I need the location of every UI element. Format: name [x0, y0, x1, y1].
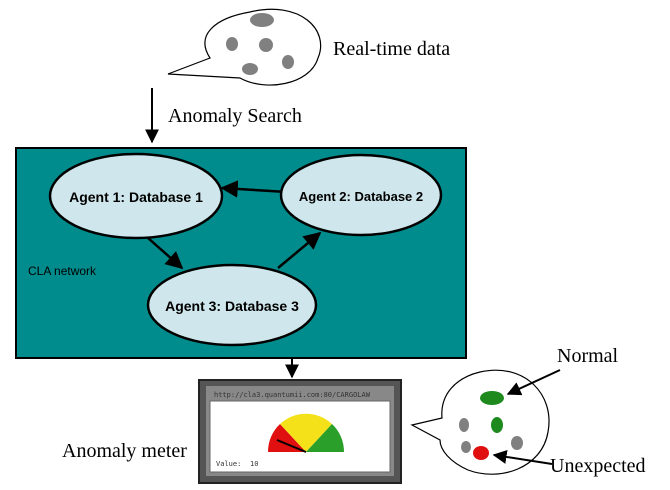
- data-dot: [250, 13, 274, 27]
- data-dot: [226, 37, 238, 51]
- data-dot: [461, 441, 471, 453]
- anomaly-search-label: Anomaly Search: [168, 105, 302, 127]
- meter-value: 10: [250, 460, 258, 468]
- gauge-green: [306, 424, 345, 452]
- unexpected-label: Unexpected: [550, 455, 646, 477]
- agent2-node: Agent 2: Database 2: [279, 153, 443, 237]
- gauge-yellow: [280, 413, 332, 452]
- normal-dot: [491, 417, 503, 433]
- normal-dot: [480, 391, 504, 405]
- agent3-label: Agent 3: Database 3: [165, 298, 299, 314]
- anomaly-meter-window: http://cla3.quantumii.com:80/CARGOLAW Va…: [198, 379, 402, 484]
- result-bubble: [410, 369, 550, 475]
- meter-value-label: Value:: [216, 460, 241, 468]
- data-dot: [459, 418, 469, 432]
- edge-agent3-agent2: [277, 231, 322, 269]
- gauge-red: [267, 424, 306, 452]
- realtime-data-bubble: [167, 8, 322, 86]
- unexpected-arrow: [492, 450, 553, 465]
- agent3-node: Agent 3: Database 3: [146, 263, 318, 347]
- agent1-node: Agent 1: Database 1: [48, 152, 224, 240]
- network-label: CLA network: [28, 264, 97, 278]
- meter-url: http://cla3.quantumii.com:80/CARGOLAW: [214, 391, 371, 399]
- data-dot: [282, 55, 294, 69]
- normal-label: Normal: [557, 345, 619, 367]
- normal-arrow: [506, 369, 561, 396]
- edge-agent2-agent1: [220, 180, 288, 198]
- agent2-label: Agent 2: Database 2: [299, 189, 423, 204]
- agent1-label: Agent 1: Database 1: [69, 189, 203, 205]
- realtime-data-label: Real-time data: [333, 38, 450, 60]
- data-dot: [259, 38, 273, 52]
- unexpected-dot: [473, 446, 489, 460]
- data-dot: [511, 436, 523, 450]
- gauge-needle: [276, 439, 307, 453]
- edge-agent1-agent3: [147, 237, 184, 270]
- anomaly-meter-label: Anomaly meter: [62, 440, 187, 462]
- data-dot: [242, 63, 258, 75]
